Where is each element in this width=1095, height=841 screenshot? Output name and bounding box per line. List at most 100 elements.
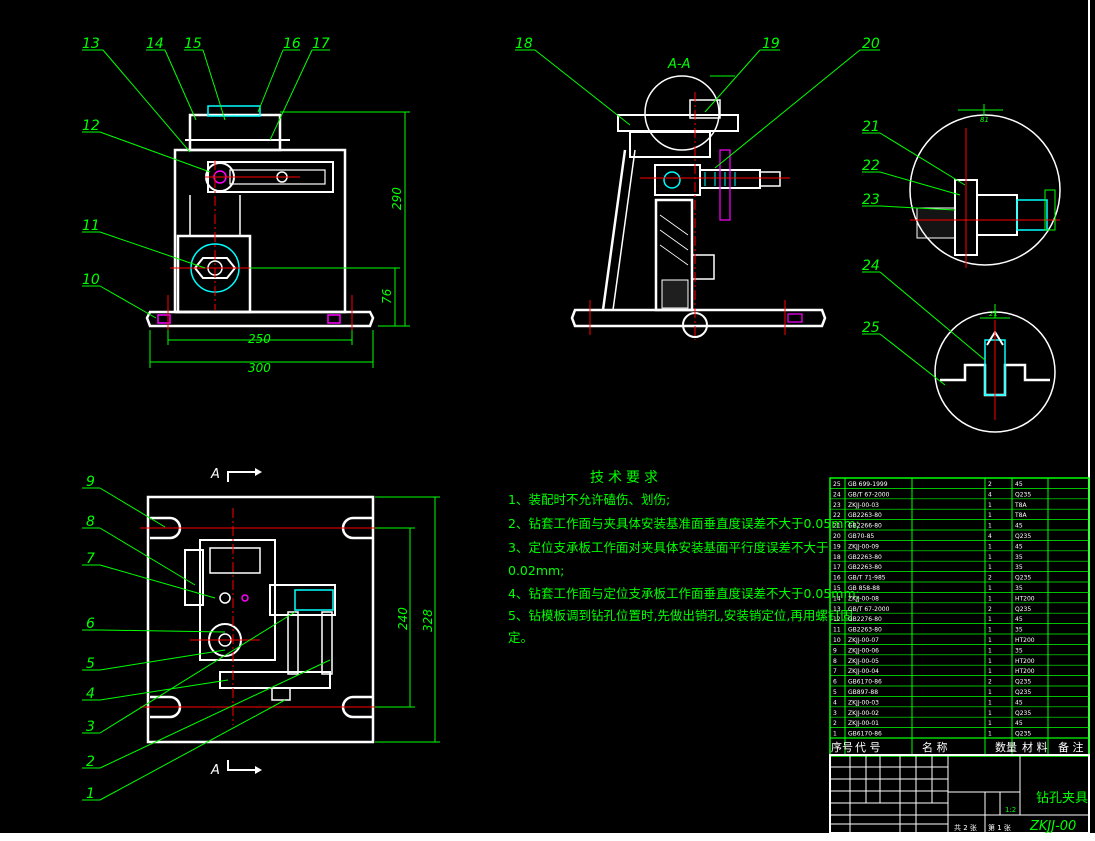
bom-cell-qty: 1	[988, 523, 992, 530]
bom-cell-code: ZKJJ-00-04	[848, 668, 879, 675]
bom-cell-code: GB2263-80	[848, 554, 882, 561]
bom-cell-mat: 35	[1015, 554, 1023, 561]
bom-cell-qty: 1	[988, 720, 992, 727]
bom-cell-mat: 45	[1015, 481, 1023, 488]
bom-cell-code: GB897-88	[848, 689, 878, 696]
bom-cell-no: 6	[833, 679, 837, 686]
bom-cell-mat: 45	[1015, 543, 1023, 550]
bom-cell-mat: T8A	[1014, 512, 1027, 519]
bom-cell-code: ZKJJ-00-07	[848, 637, 879, 644]
bom-cell-mat: Q235	[1015, 491, 1031, 498]
bom-cell-no: 18	[833, 554, 841, 561]
bom-cell-mat: 35	[1015, 647, 1023, 654]
bom-cell-qty: 2	[988, 481, 992, 488]
bom-cell-mat: Q235	[1015, 606, 1031, 613]
bom-cell-mat: Q235	[1015, 710, 1031, 717]
bom-cell-qty: 2	[988, 679, 992, 686]
balloon-1: 1	[86, 786, 95, 802]
bom-cell-qty: 1	[988, 637, 992, 644]
bom-cell-code: GB/T 67-2000	[848, 606, 890, 613]
bom-cell-qty: 1	[988, 543, 992, 550]
bom-cell-qty: 1	[988, 564, 992, 571]
dim-328: 328	[421, 609, 435, 632]
bom-cell-no: 4	[833, 699, 837, 706]
bom-cell-mat: Q235	[1015, 575, 1031, 582]
balloon-4: 4	[86, 686, 95, 702]
section-circle	[644, 75, 720, 151]
bom-cell-code: GB6170-86	[848, 731, 882, 738]
dim-300: 300	[248, 361, 271, 375]
bom-cell-mat: HT200	[1015, 658, 1035, 665]
bom-cell-code: GB2263-80	[848, 564, 882, 571]
bom-header-name: 名 称	[922, 740, 948, 754]
balloon-11: 11	[82, 218, 100, 234]
section-arrow-top: A	[210, 467, 220, 482]
tech-note-line-4: 0.02mm;	[508, 563, 564, 578]
bom-cell-no: 23	[833, 502, 841, 509]
bom-header-qty: 数量	[995, 741, 1017, 754]
balloon-8: 8	[86, 514, 95, 530]
bom-cell-no: 3	[833, 710, 837, 717]
balloon-3: 3	[86, 719, 95, 735]
bom-cell-qty: 1	[988, 647, 992, 654]
bom-cell-no: 14	[833, 595, 841, 602]
bom-cell-code: GB 699-1999	[848, 481, 888, 488]
bom-cell-code: ZKJJ-00-03	[848, 502, 879, 509]
bom-cell-code: GB/T 71-985	[848, 575, 886, 582]
bom-cell-mat: Q235	[1015, 679, 1031, 686]
balloon-2: 2	[86, 754, 95, 770]
balloon-7: 7	[86, 551, 95, 567]
bom-cell-mat: 35	[1015, 585, 1023, 592]
bom-cell-qty: 1	[988, 502, 992, 509]
bom-cell-qty: 1	[988, 554, 992, 561]
bom-cell-code: GB2276-80	[848, 616, 882, 623]
bom-cell-no: 17	[833, 564, 841, 571]
bom-cell-no: 1	[833, 731, 837, 738]
bom-cell-mat: 45	[1015, 523, 1023, 530]
bom-cell-code: GB 858-88	[848, 585, 880, 592]
tech-note-line-6: 5、钻模板调到钻孔位置时,先做出销孔,安装销定位,再用螺钉固	[508, 608, 853, 623]
bom-cell-code: GB2263-80	[848, 627, 882, 634]
bom-cell-qty: 4	[988, 491, 992, 498]
title-block-sheets: 共 2 张	[954, 823, 977, 832]
tech-note-line-7: 定。	[508, 630, 533, 645]
bom-cell-qty: 1	[988, 627, 992, 634]
title-block-scale: 1:2	[1005, 806, 1016, 814]
balloon-5: 5	[86, 656, 95, 672]
plan-base-plate	[146, 495, 375, 744]
bom-cell-mat: HT200	[1015, 668, 1035, 675]
balloon-leaders	[82, 49, 986, 801]
balloon-14: 14	[146, 36, 164, 52]
dim-290: 290	[390, 187, 404, 210]
bom-cell-mat: 35	[1015, 564, 1023, 571]
bom-header-note: 备 注	[1058, 740, 1084, 754]
dim-21: 21	[989, 310, 998, 318]
bom-cell-code: ZKJJ-00-09	[848, 543, 879, 550]
balloon-6: 6	[86, 616, 95, 632]
dim-76: 76	[380, 288, 394, 304]
front-view: 250 300 290 76	[145, 105, 410, 375]
bom-cell-qty: 2	[988, 606, 992, 613]
bom-cell-qty: 1	[988, 668, 992, 675]
tech-note-line-5: 4、钻套工作面与定位支承板工作面垂直度误差不大于0.05mm;	[508, 586, 860, 601]
balloon-23: 23	[862, 192, 880, 208]
bom-cell-no: 22	[833, 512, 841, 519]
plan-view: 240 328 A A	[140, 467, 440, 778]
bom-cell-no: 11	[833, 627, 841, 634]
title-block-title: 钻孔夹具	[1036, 791, 1088, 806]
bom-cell-no: 19	[833, 543, 841, 550]
dim-240: 240	[396, 607, 410, 630]
balloon-21: 21	[862, 119, 880, 135]
bom-cell-mat: T8A	[1014, 502, 1027, 509]
bom-cell-no: 15	[833, 585, 841, 592]
bom-cell-qty: 4	[988, 533, 992, 540]
bom-cell-no: 13	[833, 606, 841, 613]
bom-cell-code: ZKJJ-00-03	[848, 699, 879, 706]
bom-cell-qty: 1	[988, 731, 992, 738]
bottom-strip	[0, 833, 1095, 841]
bom-cell-qty: 2	[988, 575, 992, 582]
bom-cell-mat: Q235	[1015, 533, 1031, 540]
bom-cell-code: GB70-85	[848, 533, 874, 540]
bom-cell-no: 12	[833, 616, 841, 623]
